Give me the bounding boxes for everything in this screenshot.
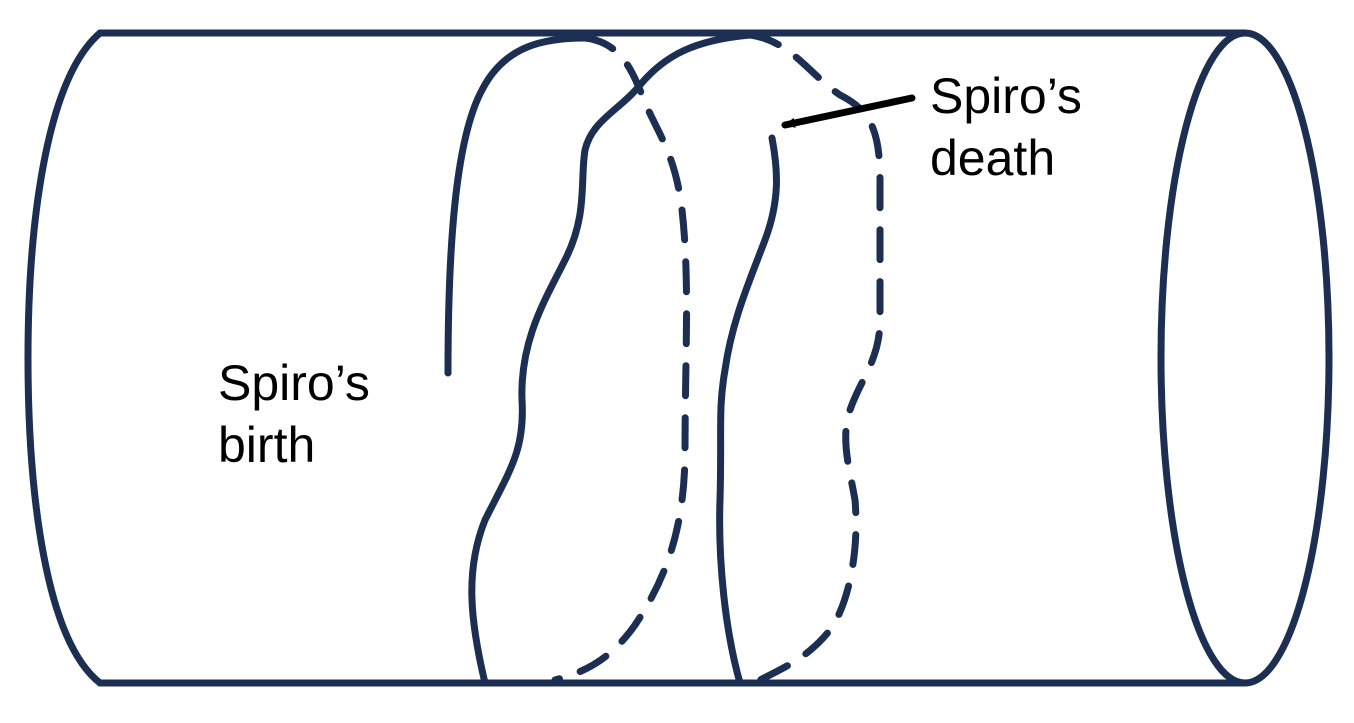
death-label-line-2: death [930,130,1056,186]
worldline-back-1 [551,34,691,684]
birth-label-line-1: Spiro’s [218,355,370,411]
cylinder-left-end [24,29,104,687]
worldline-front-1 [444,34,589,377]
death-label-line-1: Spiro’s [930,68,1082,124]
death-label: Spiro’s death [930,65,1082,189]
worldline-back-2 [746,31,884,684]
death-pointer-arrow [781,94,916,129]
birth-label-line-2: birth [218,417,316,473]
birth-label: Spiro’s birth [218,352,370,476]
cylinder-right-end [1157,29,1333,687]
worldline-front-2 [468,31,754,687]
worldline-front-3 [716,134,780,687]
